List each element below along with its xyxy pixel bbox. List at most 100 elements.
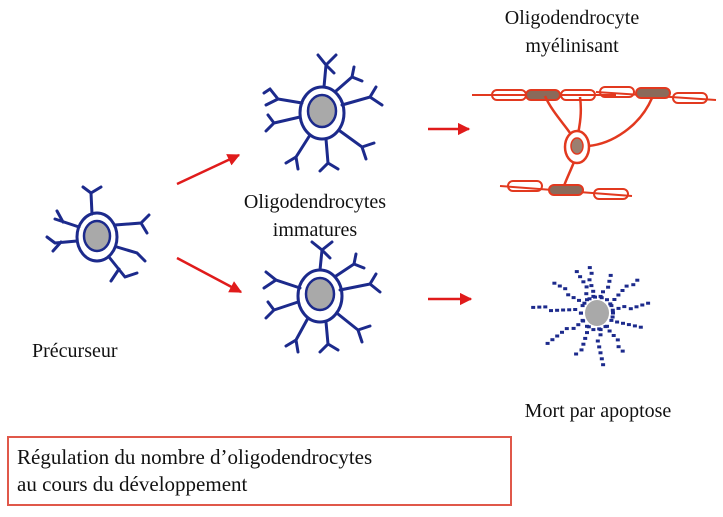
apoptotic-fragment-dot	[549, 309, 553, 313]
immature-cell-lower	[262, 240, 382, 354]
apoptotic-fragment-dot	[620, 349, 625, 353]
apoptotic-membrane-dot	[591, 328, 596, 332]
apoptotic-fragment-dot	[574, 270, 579, 274]
apoptotic-membrane-dot	[611, 311, 615, 315]
apoptotic-fragment-dot	[598, 333, 603, 337]
apoptotic-fragment-dot	[624, 284, 629, 288]
apoptotic-fragment-dot	[620, 289, 625, 292]
apoptotic-fragment-dot	[606, 285, 611, 289]
label-myelinating-line1: Oligodendrocyte	[505, 7, 640, 29]
apoptotic-fragment-dot	[567, 308, 572, 312]
apoptotic-fragment-dot	[607, 279, 612, 283]
apoptotic-fragment-dot	[634, 305, 639, 309]
apoptotic-fragment-dot	[595, 339, 600, 343]
apoptotic-fragment-dot	[581, 280, 586, 284]
apoptotic-fragment-dot	[611, 334, 616, 337]
apoptotic-fragment-dot	[579, 348, 584, 352]
apoptotic-fragment-dot	[571, 326, 576, 330]
apoptotic-fragment-dot	[612, 298, 617, 301]
apoptotic-membrane-dot	[585, 324, 589, 328]
apoptotic-fragment-dot	[543, 305, 548, 309]
apoptotic-fragment-dot	[608, 302, 613, 306]
apoptotic-fragment-dot	[573, 308, 578, 311]
caption-box: Régulation du nombre d’oligodendrocytes …	[7, 436, 512, 506]
apoptotic-membrane-dot	[605, 298, 609, 302]
apoptotic-fragment-dot	[638, 325, 643, 329]
apoptotic-fragment-dot	[622, 305, 627, 309]
apoptotic-membrane-dot	[609, 304, 614, 308]
apoptotic-fragment-dot	[616, 306, 621, 310]
apoptotic-fragment-dot	[584, 292, 589, 296]
caption-line2: au cours du développement	[17, 472, 248, 496]
apoptotic-fragment-dot	[584, 285, 589, 289]
apoptotic-fragment-dot	[616, 345, 621, 349]
apoptotic-fragment-dot	[610, 308, 615, 312]
apoptotic-fragment-dot	[615, 320, 620, 324]
apoptotic-fragment-dot	[599, 357, 604, 361]
apoptotic-fragment-dot	[564, 327, 569, 331]
apoptotic-membrane-dot	[585, 298, 589, 302]
apoptotic-fragment-dot	[561, 308, 566, 312]
apoptotic-fragment-dot	[597, 345, 602, 349]
apoptotic-fragment-dot	[616, 293, 621, 297]
immature-cell-upper	[262, 53, 384, 173]
apoptotic-fragment-dot	[632, 324, 637, 328]
precursor-cell	[45, 185, 151, 283]
apoptotic-fragment-dot	[610, 315, 615, 319]
arrow-precursor-to-upper	[176, 153, 241, 186]
apoptotic-membrane-dot	[591, 294, 596, 298]
apoptotic-fragment-dot	[560, 330, 564, 334]
apoptotic-fragment-dot	[577, 298, 581, 302]
label-immature-line2: immatures	[273, 219, 358, 241]
apoptotic-fragment-dot	[615, 338, 620, 342]
apoptotic-fragment-dot	[601, 290, 605, 294]
apoptotic-fragment-dot	[571, 296, 576, 300]
apoptotic-fragment-dot	[583, 336, 588, 340]
apoptotic-membrane-dot	[580, 318, 585, 322]
apoptotic-membrane-dot	[609, 318, 614, 322]
apoptotic-fragment-dot	[601, 363, 606, 367]
apoptotic-fragment-dot	[585, 331, 589, 335]
caption-line1: Régulation du nombre d’oligodendrocytes	[17, 445, 373, 469]
apoptotic-membrane-dot	[598, 294, 603, 298]
apoptotic-fragment-dot	[545, 341, 550, 345]
label-apoptosis: Mort par apoptose	[525, 400, 672, 422]
apoptotic-fragment-dot	[557, 284, 562, 288]
apoptotic-fragment-dot	[589, 271, 594, 275]
apoptotic-fragment-dot	[635, 278, 640, 282]
apoptotic-fragment-dot	[626, 323, 631, 327]
apoptotic-fragment-dot	[574, 352, 579, 356]
apoptotic-membrane-dot	[579, 311, 583, 315]
apoptotic-fragment-dot	[591, 289, 596, 293]
apoptotic-fragment-dot	[537, 305, 542, 309]
apoptotic-membrane-dot	[598, 328, 603, 332]
apoptotic-fragment-dot	[581, 342, 586, 346]
apoptotic-fragment-dot	[576, 323, 581, 327]
label-precursor: Précurseur	[32, 340, 118, 362]
apoptotic-fragment-dot	[608, 273, 613, 277]
apoptotic-fragment-dot	[563, 287, 568, 291]
myelinating-oligodendrocyte	[472, 86, 717, 200]
apoptotic-fragment-dot	[607, 329, 612, 333]
apoptotic-fragment-dot	[555, 334, 560, 338]
apoptotic-fragment-dot	[589, 284, 594, 288]
apoptotic-fragment-dot	[640, 303, 645, 307]
apoptotic-fragment-dot	[531, 305, 536, 309]
apoptotic-fragment-dot	[598, 351, 603, 355]
arrow-precursor-to-lower	[176, 256, 243, 294]
apoptotic-fragment-dot	[582, 301, 587, 305]
apoptotic-fragment-dot	[587, 278, 592, 282]
label-immature-line1: Oligodendrocytes	[244, 191, 386, 213]
apoptotic-fragment-dot	[587, 297, 592, 301]
apoptotic-fragment-dot	[552, 281, 557, 285]
apoptotic-fragment-dot	[578, 275, 583, 279]
apoptotic-fragment-dot	[550, 338, 555, 342]
apoptotic-membrane-dot	[580, 304, 585, 308]
apoptotic-fragment-dot	[566, 293, 571, 297]
arrows	[176, 122, 473, 306]
apoptotic-membrane-dot	[605, 324, 609, 328]
apoptotic-fragment-dot	[646, 301, 651, 305]
apoptotic-fragment-dot	[555, 308, 560, 312]
label-myelinating-line2: myélinisant	[525, 35, 619, 57]
